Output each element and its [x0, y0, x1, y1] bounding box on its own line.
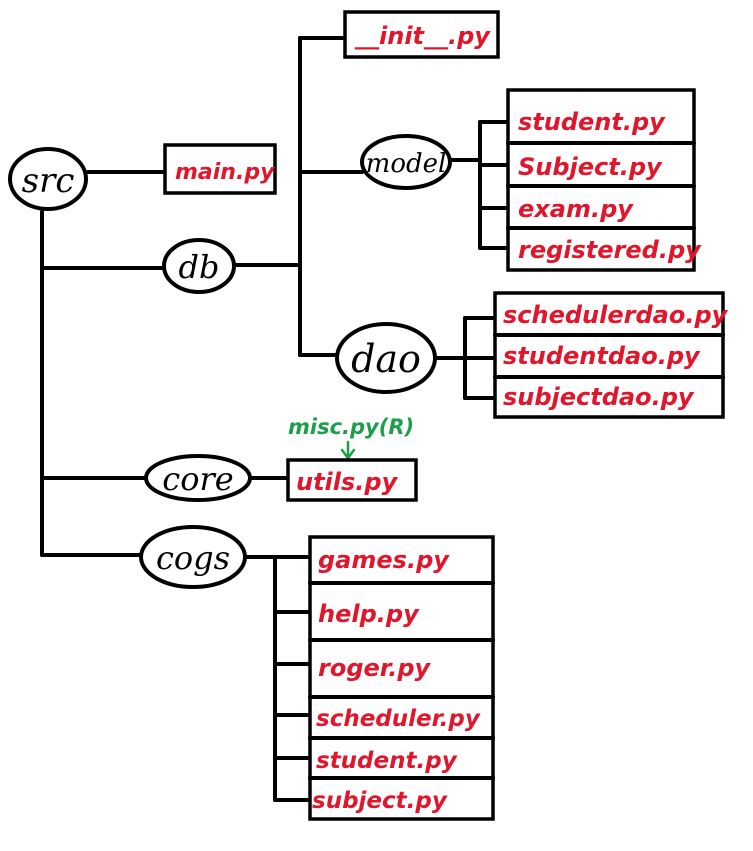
node-cogs: cogs [139, 525, 247, 589]
dao-file-subjectdao: subjectdao.py [503, 383, 695, 411]
model-file-subject: Subject.py [518, 153, 663, 181]
node-cogs-label: cogs [156, 539, 230, 577]
node-db-oval [162, 238, 236, 294]
node-dao-label: dao [351, 337, 421, 381]
node-core-oval [144, 454, 252, 502]
node-model-oval [360, 134, 452, 190]
dao-file-schedulerdao: schedulerdao.py [503, 301, 729, 329]
node-src-oval [8, 147, 88, 211]
file-main: main.py [163, 143, 277, 195]
dao-files-box [493, 291, 725, 419]
dao-file-studentdao: studentdao.py [503, 342, 701, 370]
model-files: student.py Subject.py exam.py registered… [506, 88, 702, 272]
file-init-box [343, 10, 500, 59]
node-model: model [360, 134, 452, 190]
connector-lines [40, 36, 510, 802]
file-utils-box [286, 458, 418, 502]
node-core: core [144, 454, 252, 502]
cogs-file-help: help.py [318, 600, 420, 628]
model-file-student: student.py [518, 108, 666, 136]
file-main-box [163, 143, 277, 195]
cogs-file-student: student.py [316, 748, 458, 774]
file-init: __init__.py [343, 10, 500, 59]
file-utils-label: utils.py [296, 468, 399, 496]
node-src-label: src [22, 161, 75, 201]
core-note: misc.py(R) [288, 415, 414, 461]
node-dao: dao [335, 322, 437, 394]
node-src: src [8, 147, 88, 211]
file-utils: utils.py [286, 458, 418, 502]
note-arrow-icon [340, 440, 356, 461]
model-files-box [506, 88, 696, 272]
model-file-exam: exam.py [518, 195, 634, 223]
file-init-label: __init__.py [354, 22, 491, 50]
cogs-files: games.py help.py roger.py scheduler.py s… [308, 535, 495, 821]
node-dao-oval [335, 322, 437, 394]
node-core-label: core [162, 460, 233, 498]
cogs-file-subject: subject.py [312, 788, 448, 814]
cogs-file-games: games.py [318, 546, 450, 574]
dao-files: schedulerdao.py studentdao.py subjectdao… [493, 291, 729, 419]
cogs-file-roger: roger.py [318, 654, 431, 682]
node-db-label: db [179, 248, 220, 286]
file-main-label: main.py [175, 160, 276, 185]
node-model-label: model [366, 149, 447, 179]
node-db: db [162, 238, 236, 294]
cogs-file-scheduler: scheduler.py [316, 706, 481, 732]
node-cogs-oval [139, 525, 247, 589]
misc-note-label: misc.py(R) [288, 415, 414, 439]
model-file-registered: registered.py [518, 236, 702, 264]
